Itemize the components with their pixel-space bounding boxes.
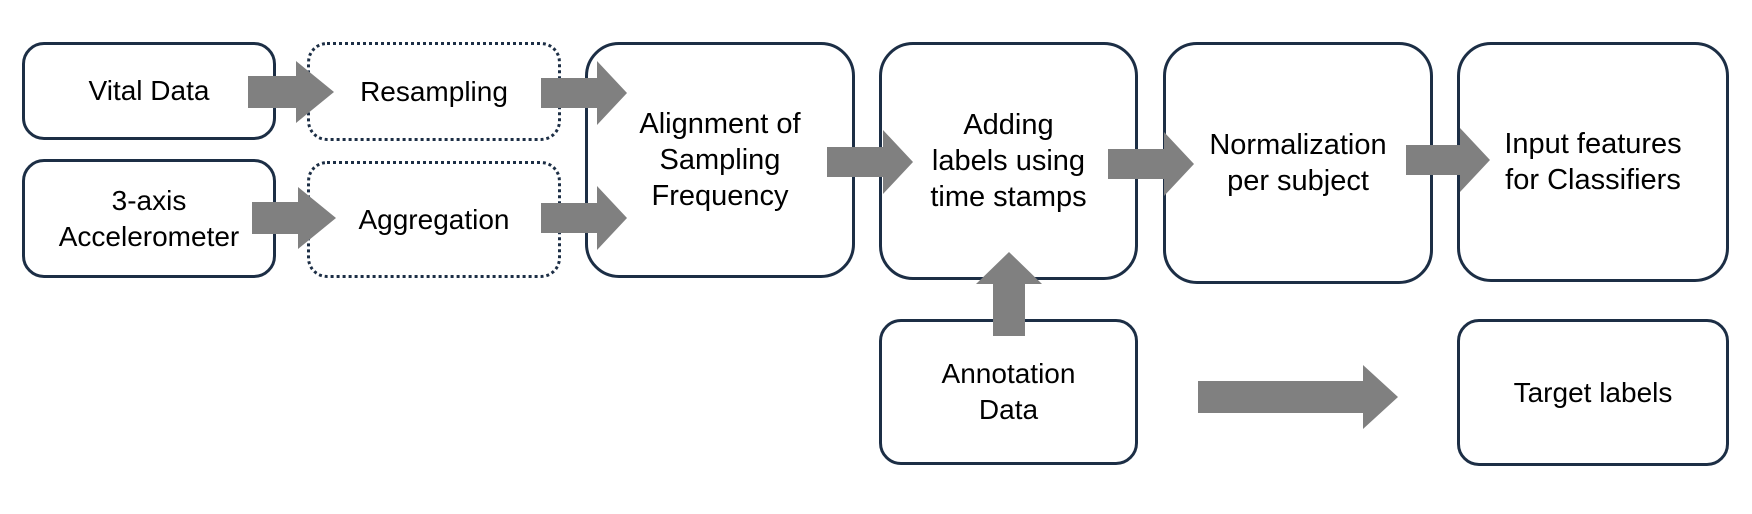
vital-data-label: Vital Data (88, 75, 210, 106)
target-labels-box: Target labels (1457, 319, 1729, 466)
adding-labels-box: Adding labels using time stamps (879, 42, 1138, 280)
alignment-label: Alignment of Sampling Frequency (639, 108, 801, 212)
target-labels-label: Target labels (1513, 376, 1673, 408)
annotation-data-label: Annotation Data (941, 358, 1076, 425)
arrow-adding-labels-to-normalization (1108, 132, 1194, 196)
arrow-aggregation-to-alignment (541, 186, 627, 250)
adding-labels-label: Adding labels using time stamps (930, 109, 1087, 213)
input-features-box: Input features for Classifiers (1457, 42, 1729, 282)
annotation-data-box: Annotation Data (879, 319, 1138, 465)
accelerometer-label: 3-axis Accelerometer (58, 184, 240, 252)
arrow-vital-to-resampling (248, 61, 334, 123)
aggregation-label: Aggregation (358, 203, 510, 235)
arrow-accelerometer-to-aggregation (252, 187, 336, 249)
alignment-box: Alignment of Sampling Frequency (585, 42, 855, 278)
input-features-label: Input features for Classifiers (1504, 128, 1682, 196)
resampling-box: Resampling (307, 42, 561, 141)
arrow-annotation-up-to-adding-labels (976, 252, 1042, 336)
arrow-alignment-to-adding-labels (827, 130, 913, 194)
arrow-annotation-to-target-labels (1198, 365, 1398, 429)
vital-data-box: Vital Data (22, 42, 276, 140)
arrow-normalization-to-input-features (1406, 128, 1490, 192)
accelerometer-box: 3-axis Accelerometer (22, 159, 276, 278)
resampling-label: Resampling (360, 75, 508, 107)
normalization-box: Normalization per subject (1163, 42, 1433, 284)
arrow-resampling-to-alignment (541, 61, 627, 125)
aggregation-box: Aggregation (307, 161, 561, 278)
normalization-label: Normalization per subject (1209, 129, 1387, 197)
